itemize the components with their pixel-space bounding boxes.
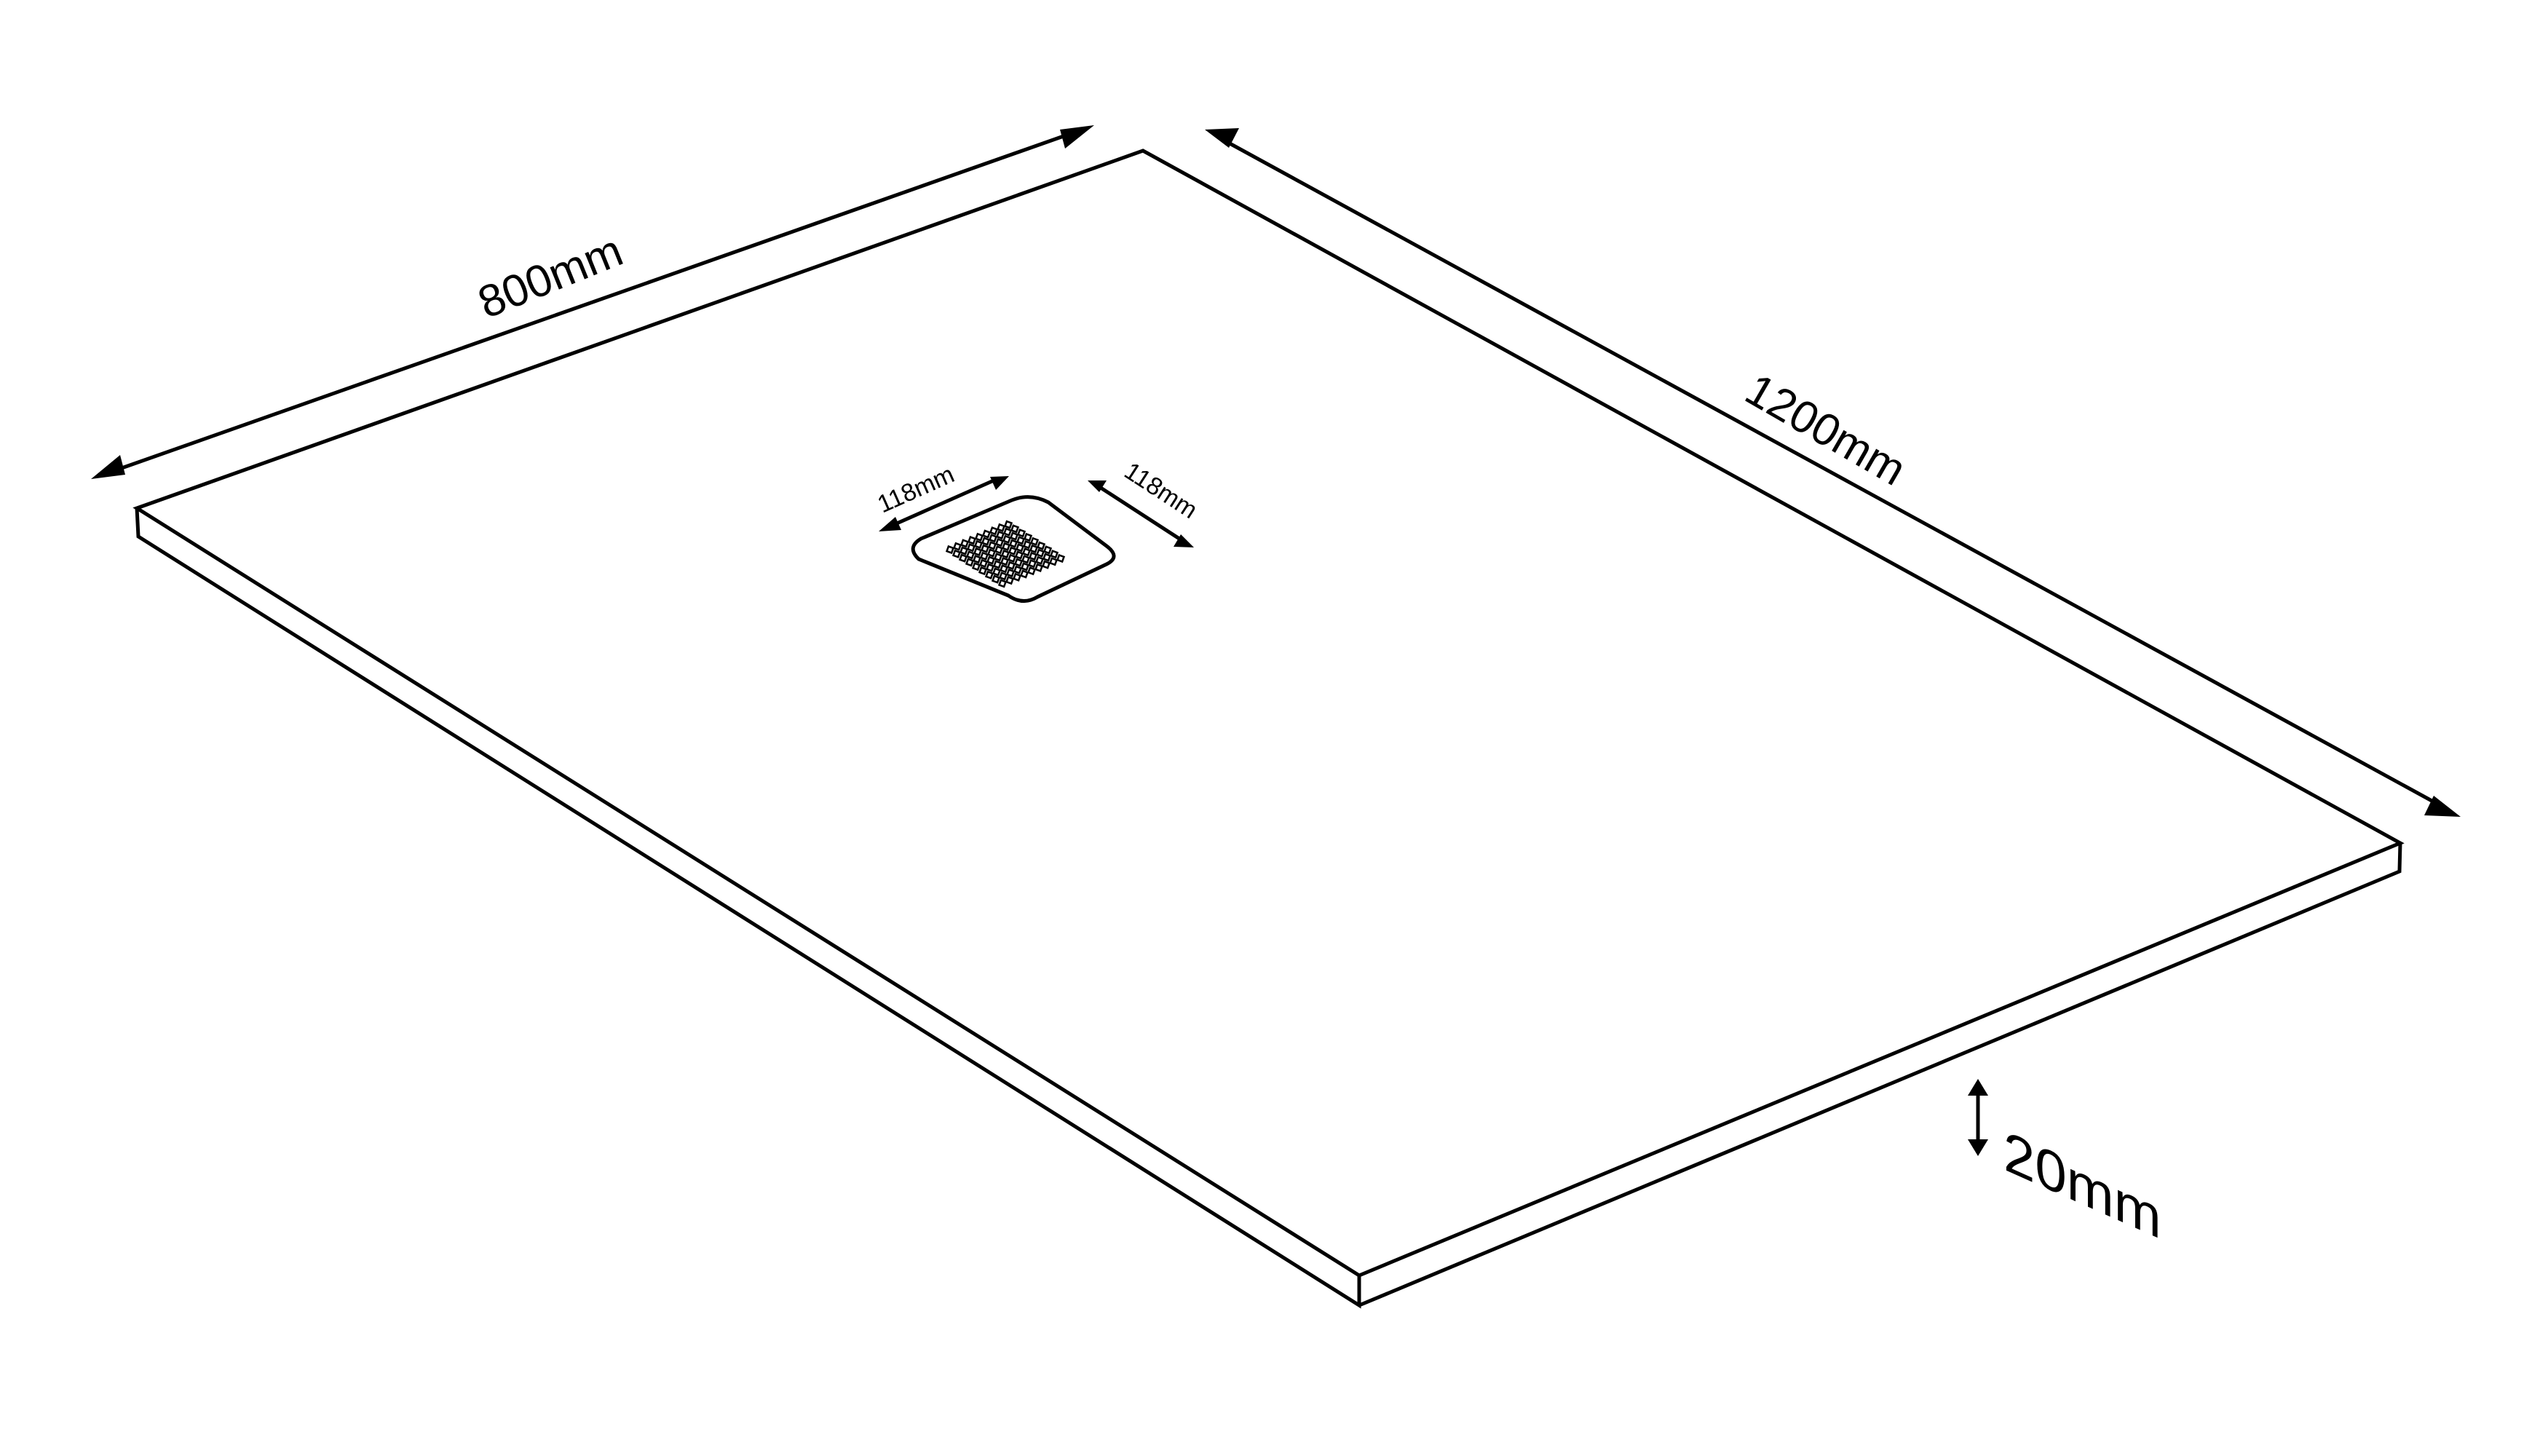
- dimension-length: 1200mm: [1205, 128, 2461, 817]
- thickness-label: 20mm: [2003, 1118, 2161, 1251]
- tray-front-right-edge: [1358, 842, 2402, 1307]
- tray-top-face: [132, 149, 2405, 1278]
- arrowhead-icon: [879, 517, 901, 531]
- arrowhead-icon: [2424, 796, 2461, 817]
- arrowhead-icon: [91, 455, 125, 479]
- tray-front-left-edge: [135, 507, 1361, 1309]
- arrowhead-icon: [1968, 1079, 1988, 1096]
- drain-grate-icon: [945, 520, 1066, 588]
- arrowhead-icon: [990, 476, 1009, 490]
- width-label: 800mm: [471, 226, 630, 328]
- drain-width-label: 118mm: [874, 461, 959, 519]
- arrowhead-icon: [1174, 534, 1194, 547]
- drain-outline: [911, 495, 1116, 603]
- length-label: 1200mm: [1737, 364, 1914, 495]
- arrowhead-icon: [1088, 480, 1107, 492]
- tray-body: [132, 149, 2405, 1309]
- arrowhead-icon: [1205, 128, 1239, 148]
- dimension-width: 800mm: [91, 125, 1094, 479]
- arrowhead-icon: [1060, 125, 1094, 149]
- dimension-drain-width: 118mm: [874, 461, 1009, 531]
- dimension-drain-length: 118mm: [1088, 457, 1202, 547]
- arrowhead-icon: [1968, 1139, 1988, 1156]
- drain: [911, 495, 1116, 603]
- dimension-thickness: 20mm: [1968, 1079, 2161, 1252]
- drain-length-label: 118mm: [1120, 457, 1203, 524]
